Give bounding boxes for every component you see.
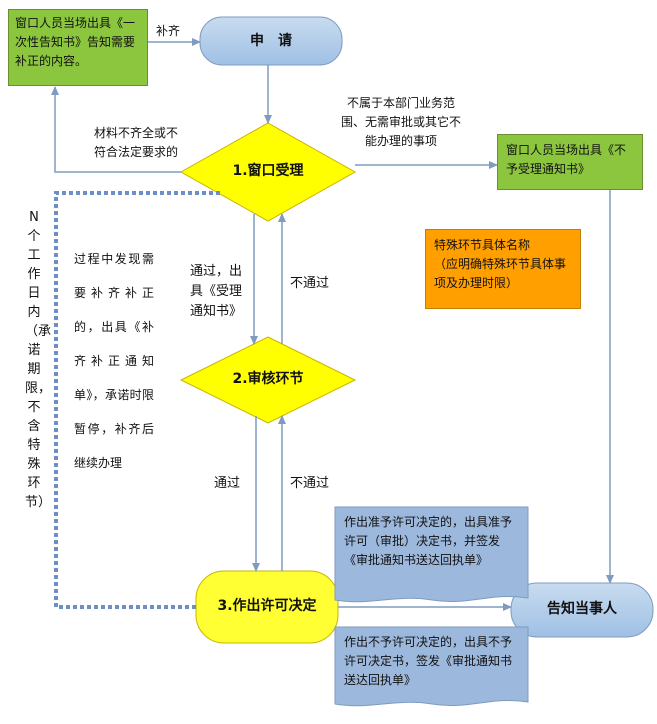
supplement-edge-label: 补齐 (156, 24, 181, 38)
out-of-scope-edge-label: 不属于本部门业务范围、无需审批或其它不能办理的事项 (340, 96, 461, 148)
special-step-box: 特殊环节具体名称 （应明确特殊环节具体事项及办理时限） (425, 229, 581, 309)
review-label: 2.审核环节 (232, 371, 304, 387)
notify-label: 告知当事人 (547, 601, 617, 617)
special-step-text: （应明确特殊环节具体事项及办理时限） (434, 257, 567, 290)
window-accept-label: 1.窗口受理 (232, 163, 304, 179)
arrow-incomplete (51, 86, 181, 173)
decision-label: 3.作出许可决定 (217, 598, 317, 614)
review-diamond (179, 336, 357, 424)
supplement-notice-box: 窗口人员当场出具《一次性告知书》告知需要补正的内容。 (8, 9, 148, 86)
pass-edge-label: 通过 (214, 476, 241, 491)
approve-doc-shape (334, 506, 529, 603)
apply-label: 申 请 (250, 33, 292, 49)
fail-2-edge-label: 不通过 (290, 476, 330, 491)
special-step-title: 特殊环节具体名称 (434, 238, 531, 252)
window-accept-diamond (179, 122, 357, 222)
pass-accept-edge-label: 通过，出具《受理通知书》 (190, 264, 243, 319)
time-limit-bracket (54, 191, 220, 609)
deny-doc-shape (334, 626, 529, 707)
time-limit-vertical-label: N个工作日内（承诺期限，不含特殊环节） (25, 210, 52, 510)
reject-notice-box: 窗口人员当场出具《不予受理通知书》 (497, 134, 643, 190)
supplement-process-note: 过程中发现需要补齐补正的，出具《补齐补正通知单》，承诺时限暂停，补齐后继续办理 (74, 252, 154, 470)
incomplete-edge-label: 材料不齐全或不符合法定要求的 (93, 126, 178, 159)
deny-doc-text: 作出不予许可决定的，出具不予许可决定书，签发《审批通知书送达回执单》 (344, 635, 513, 687)
fail-1-edge-label: 不通过 (290, 276, 330, 291)
approve-doc-text: 作出准予许可决定的，出具准予许可（审批）决定书，并签发《审批通知书送达回执单》 (344, 515, 513, 567)
